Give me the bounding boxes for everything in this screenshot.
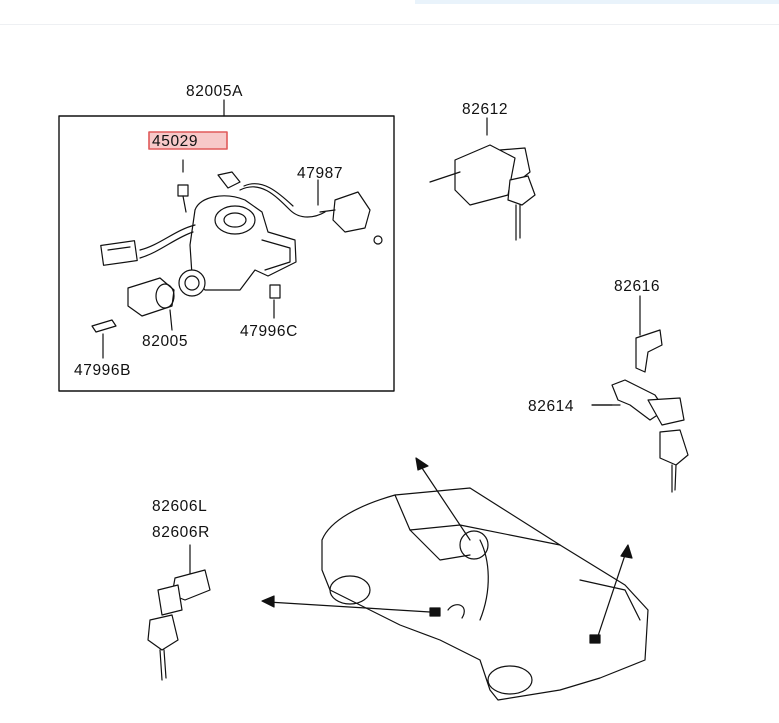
highlight-box-45029[interactable]: [148, 131, 228, 150]
top-bar-accent: [415, 0, 779, 4]
label-45029[interactable]: 45029: [152, 133, 198, 150]
lock-82614-drawing: [591, 295, 689, 493]
label-47996c[interactable]: 47996C: [240, 323, 298, 340]
label-82005a[interactable]: 82005A: [186, 83, 243, 100]
label-82612[interactable]: 82612: [462, 101, 508, 118]
label-82606r[interactable]: 82606R: [152, 524, 210, 541]
ignition-switch-drawing: [91, 159, 383, 359]
ignition-group-frame: [58, 115, 395, 392]
door-lock-82606-drawing: [147, 544, 211, 681]
label-82614[interactable]: 82614: [528, 398, 574, 415]
arrows: [261, 457, 633, 637]
label-82606l[interactable]: 82606L: [152, 498, 207, 515]
top-bar: [0, 0, 779, 25]
car-outline-drawing: [321, 487, 649, 701]
label-47996b[interactable]: 47996B: [74, 362, 131, 379]
lock-82612-drawing: [429, 117, 536, 241]
label-82005[interactable]: 82005: [142, 333, 188, 350]
label-47987[interactable]: 47987: [297, 165, 343, 182]
label-82616[interactable]: 82616: [614, 278, 660, 295]
